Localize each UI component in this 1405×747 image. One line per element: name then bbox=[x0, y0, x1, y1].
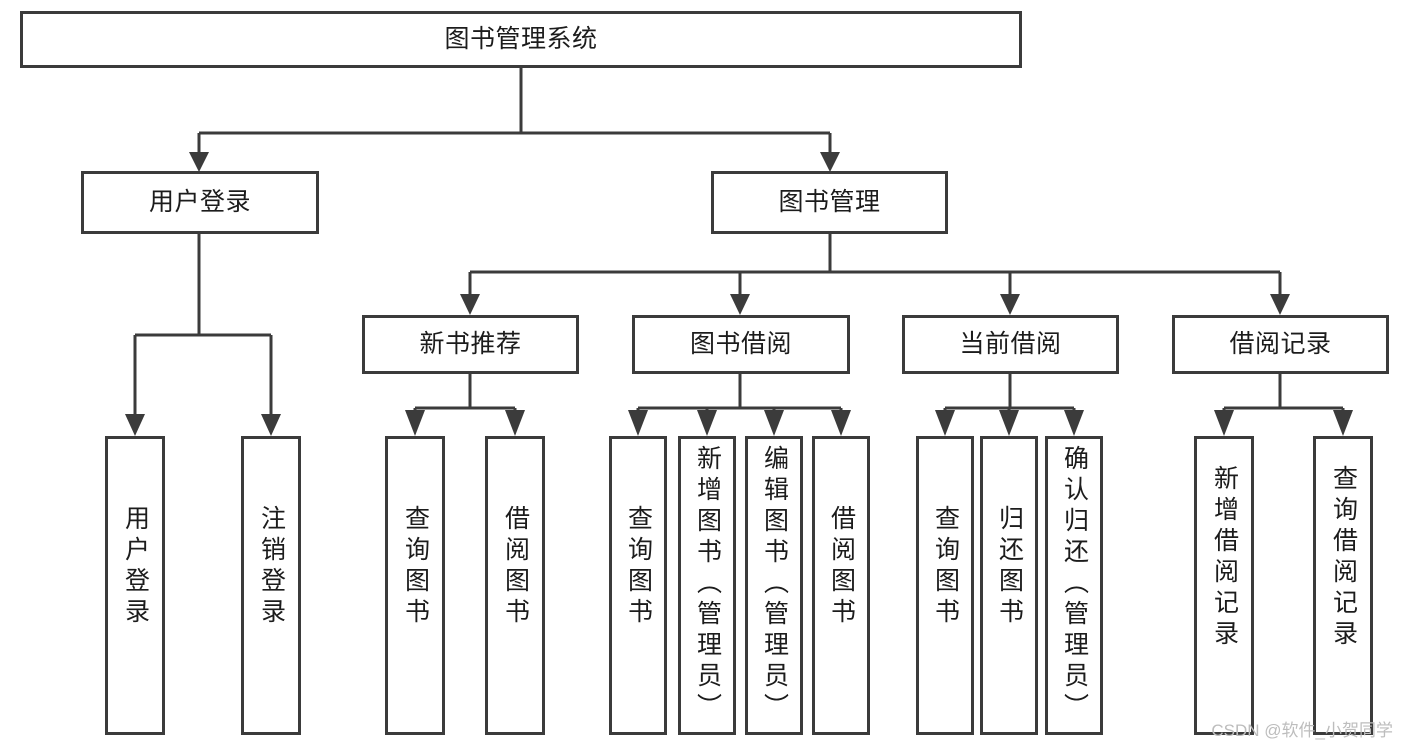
node-leaf-edit-book[interactable]: 编辑图书（管理员） bbox=[745, 436, 803, 735]
node-book-borrow-label: 图书借阅 bbox=[689, 330, 792, 359]
node-leaf-edit-book-label: 编辑图书（管理员） bbox=[760, 445, 789, 724]
node-root-label: 图书管理系统 bbox=[444, 25, 598, 54]
edge-root-bus bbox=[189, 68, 840, 172]
node-book-manage-label: 图书管理 bbox=[778, 188, 881, 217]
node-book-manage[interactable]: 图书管理 bbox=[711, 171, 948, 234]
node-borrow-record[interactable]: 借阅记录 bbox=[1172, 315, 1389, 374]
node-leaf-return-book-label: 归还图书 bbox=[995, 505, 1024, 629]
node-current-borrow[interactable]: 当前借阅 bbox=[902, 315, 1119, 374]
node-leaf-confirm-return[interactable]: 确认归还（管理员） bbox=[1045, 436, 1103, 735]
node-current-borrow-label: 当前借阅 bbox=[959, 330, 1062, 359]
node-leaf-query-book-3-label: 查询图书 bbox=[931, 505, 960, 629]
node-leaf-query-book-1-label: 查询图书 bbox=[401, 505, 430, 629]
node-book-borrow[interactable]: 图书借阅 bbox=[632, 315, 850, 374]
node-leaf-query-book-2[interactable]: 查询图书 bbox=[609, 436, 667, 735]
node-leaf-user-login-label: 用户登录 bbox=[121, 505, 150, 629]
edge-current-borrow-children bbox=[935, 374, 1084, 436]
node-borrow-record-label: 借阅记录 bbox=[1229, 330, 1332, 359]
node-leaf-query-record[interactable]: 查询借阅记录 bbox=[1313, 436, 1373, 735]
node-root[interactable]: 图书管理系统 bbox=[20, 11, 1022, 68]
node-leaf-confirm-return-label: 确认归还（管理员） bbox=[1060, 445, 1089, 724]
node-user-login[interactable]: 用户登录 bbox=[81, 171, 319, 234]
edge-book-manage-bus bbox=[460, 234, 1290, 315]
edge-book-borrow-children bbox=[628, 374, 851, 436]
watermark: CSDN @软件_小贺同学 bbox=[1211, 721, 1393, 740]
node-leaf-add-record-label: 新增借阅记录 bbox=[1210, 465, 1239, 651]
node-leaf-query-record-label: 查询借阅记录 bbox=[1329, 465, 1358, 651]
node-leaf-query-book-1[interactable]: 查询图书 bbox=[385, 436, 445, 735]
node-leaf-borrow-book-2[interactable]: 借阅图书 bbox=[812, 436, 870, 735]
node-leaf-query-book-3[interactable]: 查询图书 bbox=[916, 436, 974, 735]
node-leaf-add-book[interactable]: 新增图书（管理员） bbox=[678, 436, 736, 735]
node-new-book-rec[interactable]: 新书推荐 bbox=[362, 315, 579, 374]
node-leaf-user-login[interactable]: 用户登录 bbox=[105, 436, 165, 735]
node-new-book-rec-label: 新书推荐 bbox=[419, 330, 522, 359]
node-leaf-return-book[interactable]: 归还图书 bbox=[980, 436, 1038, 735]
node-leaf-add-book-label: 新增图书（管理员） bbox=[693, 445, 722, 724]
edge-borrow-record-children bbox=[1214, 374, 1353, 436]
edge-user-login-children bbox=[125, 234, 281, 436]
edge-new-book-rec-children bbox=[405, 374, 525, 436]
node-leaf-borrow-book-1-label: 借阅图书 bbox=[501, 505, 530, 629]
node-leaf-borrow-book-1[interactable]: 借阅图书 bbox=[485, 436, 545, 735]
node-leaf-user-logout-label: 注销登录 bbox=[257, 505, 286, 629]
node-leaf-query-book-2-label: 查询图书 bbox=[624, 505, 653, 629]
node-leaf-user-logout[interactable]: 注销登录 bbox=[241, 436, 301, 735]
node-leaf-borrow-book-2-label: 借阅图书 bbox=[827, 505, 856, 629]
node-leaf-add-record[interactable]: 新增借阅记录 bbox=[1194, 436, 1254, 735]
node-user-login-label: 用户登录 bbox=[148, 188, 251, 217]
